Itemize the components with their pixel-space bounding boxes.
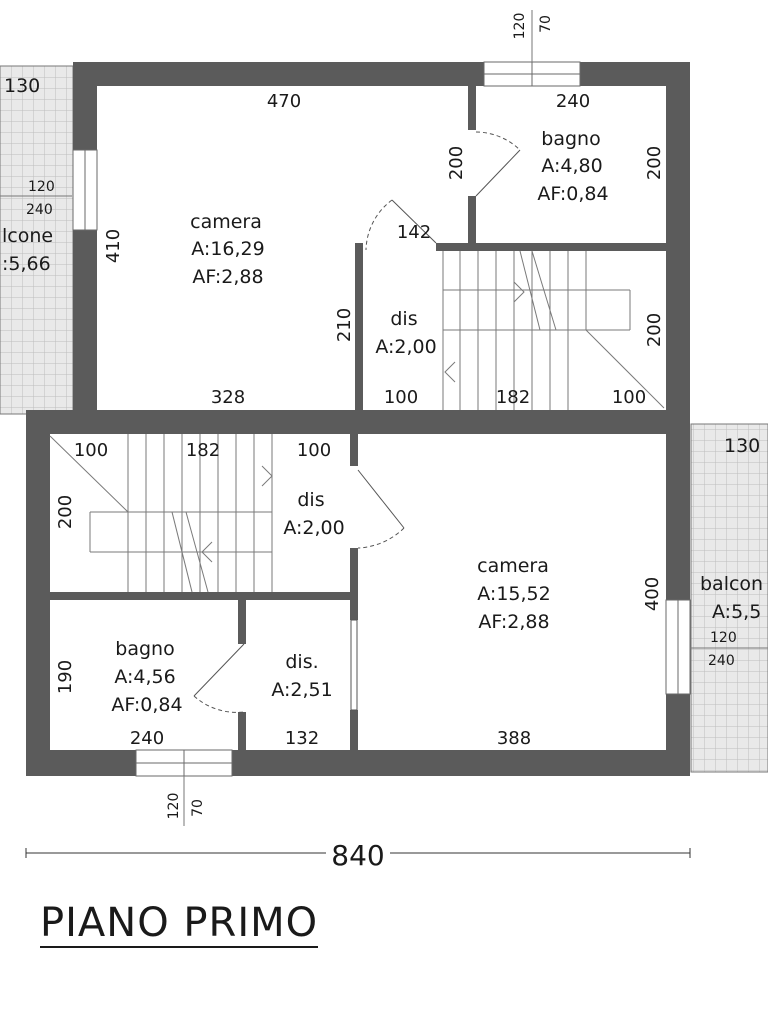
dim-240-top: 240: [556, 91, 590, 112]
window-right-labels: 120 240: [690, 630, 768, 669]
room-af-camera-upper: AF:2,88: [192, 266, 263, 288]
room-area-dis-lower: A:2,00: [283, 517, 344, 539]
dim-100-lower-a: 100: [74, 440, 108, 461]
dim-100-lower-b: 100: [297, 440, 331, 461]
window-bottom-h: 120: [166, 793, 182, 820]
dim-132: 132: [285, 728, 319, 749]
dim-388: 388: [497, 728, 531, 749]
dim-130-right: 130: [724, 435, 760, 457]
door-bagno1: [475, 131, 521, 197]
room-area-dis-small: A:2,51: [271, 679, 332, 701]
dim-200-bagno-right: 200: [644, 146, 665, 180]
dim-190: 190: [55, 660, 76, 694]
window-top-labels: 120 70: [512, 10, 554, 62]
door-camera1: [365, 199, 437, 251]
room-name-dis-upper: dis: [390, 308, 417, 330]
room-area-camera-upper: A:16,29: [191, 238, 264, 260]
dim-328: 328: [211, 387, 245, 408]
window-bottom-s: 70: [190, 799, 206, 817]
dim-200-stair-lower: 200: [55, 495, 76, 529]
door-bagno2: [193, 643, 245, 713]
dim-200-stair-upper: 200: [644, 313, 665, 347]
dim-182-upper: 182: [496, 387, 530, 408]
window-right-w: 120: [710, 630, 737, 646]
window-right: [665, 599, 691, 695]
door-dis2: [357, 469, 405, 549]
stair-lower: [49, 434, 273, 593]
room-name-camera-upper: camera: [190, 211, 262, 233]
room-af-camera-lower: AF:2,88: [478, 611, 549, 633]
window-left-w: 120: [28, 179, 55, 195]
window-left-labels: 120 240: [0, 179, 72, 218]
balcony-left-name: lcone: [2, 225, 53, 247]
dim-200-bagno-left: 200: [446, 146, 467, 180]
window-bottom-labels: 120 70: [166, 776, 206, 826]
dim-100-upper-b: 100: [612, 387, 646, 408]
stair-upper: [442, 250, 665, 410]
dim-100-upper-a: 100: [384, 387, 418, 408]
window-top-h: 120: [512, 13, 528, 40]
overall-dimension: 840: [25, 839, 691, 872]
dim-470: 470: [267, 91, 301, 112]
room-name-camera-lower: camera: [477, 555, 549, 577]
door-dis3: [350, 619, 358, 711]
dim-142: 142: [397, 222, 431, 243]
dim-410: 410: [103, 229, 124, 263]
balcony-right-name: balcon: [700, 573, 763, 595]
dim-400: 400: [642, 577, 663, 611]
window-right-h: 240: [708, 653, 735, 669]
dim-240-bagno-lower: 240: [130, 728, 164, 749]
dim-210: 210: [334, 308, 355, 342]
room-af-bagno-lower: AF:0,84: [111, 694, 182, 716]
page-title: PIANO PRIMO: [40, 900, 319, 948]
room-area-bagno-lower: A:4,56: [114, 666, 175, 688]
window-left: [72, 149, 98, 231]
balcony-left-area: :5,66: [2, 253, 51, 275]
room-name-dis-lower: dis: [297, 489, 324, 511]
window-bottom: [135, 749, 233, 777]
room-area-bagno-upper: A:4,80: [541, 155, 602, 177]
balcony-right: [690, 423, 768, 773]
dim-840: 840: [331, 839, 384, 872]
window-left-h: 240: [26, 202, 53, 218]
dim-130-left: 130: [4, 75, 40, 97]
balcony-right-area: A:5,5: [712, 601, 761, 623]
balcony-left: [0, 65, 74, 415]
room-name-bagno-upper: bagno: [541, 128, 600, 150]
dim-182-lower: 182: [186, 440, 220, 461]
room-area-dis-upper: A:2,00: [375, 336, 436, 358]
room-name-bagno-lower: bagno: [115, 638, 174, 660]
room-name-dis-small: dis.: [285, 651, 318, 673]
window-top: [483, 61, 581, 87]
room-af-bagno-upper: AF:0,84: [537, 183, 608, 205]
window-top-s: 70: [538, 15, 554, 33]
room-area-camera-lower: A:15,52: [477, 583, 550, 605]
